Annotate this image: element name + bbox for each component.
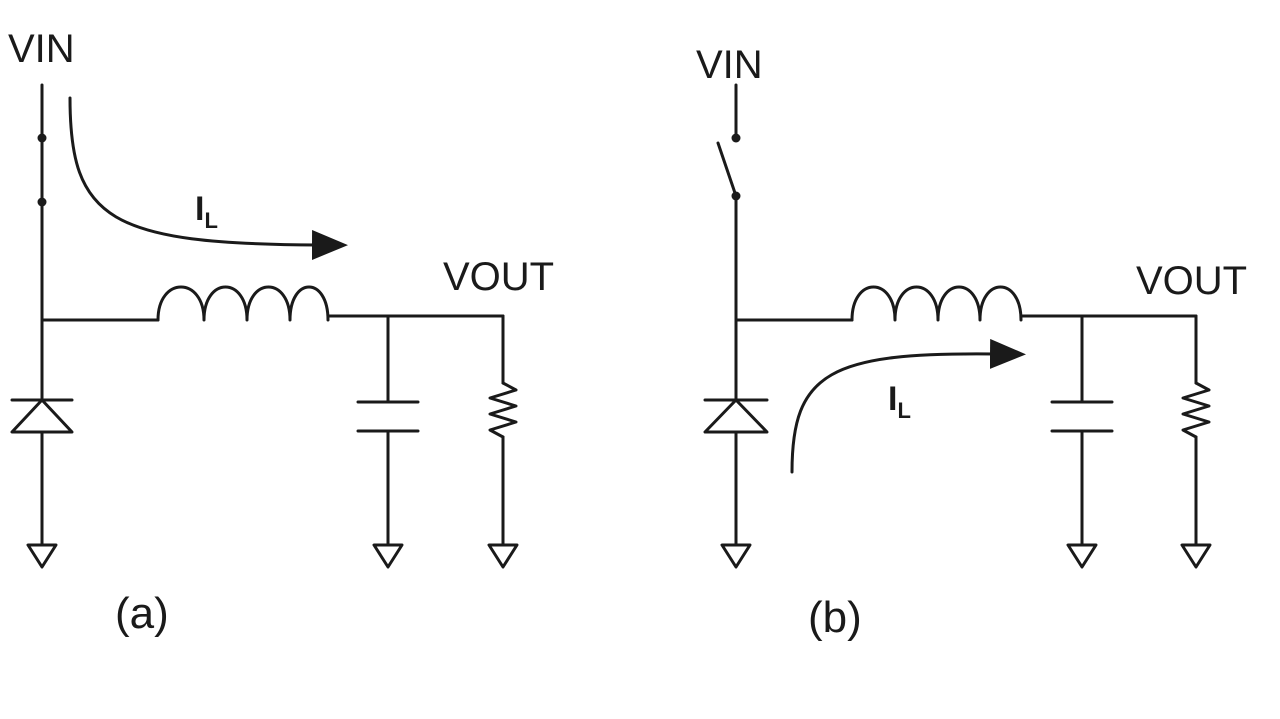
switch-contact-top-a <box>37 133 47 143</box>
ground-cap-a <box>372 543 404 569</box>
current-arrow-b <box>790 338 1026 474</box>
caption-b: (b) <box>808 593 862 642</box>
switch-blade-b <box>716 141 738 198</box>
vin-label-b: VIN <box>696 43 763 87</box>
inductor-a <box>156 285 330 322</box>
capacitor-a <box>356 314 420 569</box>
vout-label-b: VOUT <box>1136 259 1247 303</box>
ground-res-a <box>487 543 519 569</box>
switch-contact-bottom-a <box>37 197 47 207</box>
circuit-b: VIN <box>696 43 1247 642</box>
vin-label-a: VIN <box>8 27 75 71</box>
current-label-b: IL <box>888 380 911 423</box>
current-arrow-a <box>68 96 348 260</box>
vout-label-a: VOUT <box>443 255 554 299</box>
ground-cap-b <box>1066 543 1098 569</box>
diode-b <box>703 398 769 569</box>
caption-a: (a) <box>115 589 169 638</box>
diode-a <box>10 398 74 569</box>
capacitor-b <box>1050 314 1114 569</box>
current-label-a: IL <box>195 190 218 233</box>
resistor-a <box>487 314 519 569</box>
ground-diode-b <box>720 543 752 569</box>
circuit-a: VIN VOUT <box>8 27 554 638</box>
inductor-b <box>850 285 1023 322</box>
switch-contact-top-b <box>731 133 741 143</box>
resistor-b <box>1180 314 1212 569</box>
ground-diode-a <box>26 543 58 569</box>
ground-res-b <box>1180 543 1212 569</box>
